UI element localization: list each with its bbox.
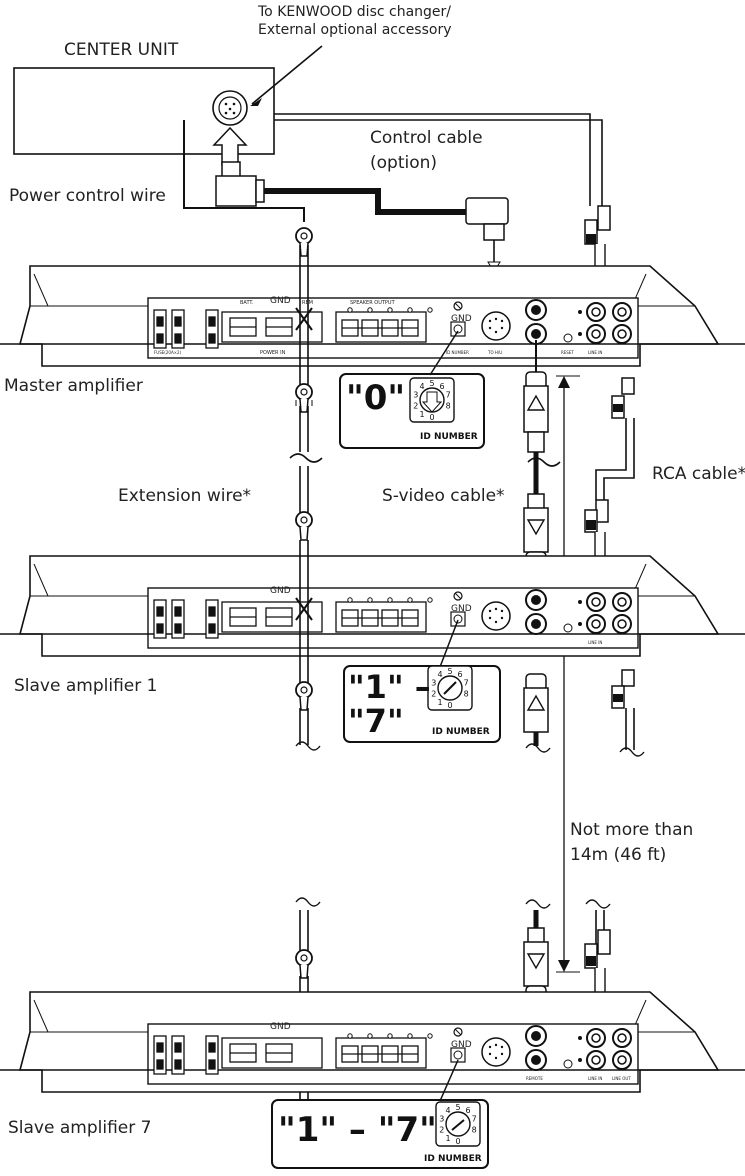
panel-gnd-slave1: GND: [270, 586, 291, 596]
distance-note-line2: 14m (46 ft): [570, 845, 667, 865]
id-callout-slave7: [271, 1059, 489, 1169]
top-note-line2: External optional accessory: [258, 22, 452, 38]
dial-digit: 4: [437, 670, 442, 679]
dial-digit: 8: [446, 401, 451, 410]
dial-digit: 4: [445, 1106, 450, 1115]
svideo-cable-label: S-video cable*: [382, 486, 505, 506]
dial-digit: 2: [413, 401, 418, 410]
panel-gnd-screw-slave1: GND: [451, 604, 472, 614]
panel-gnd-slave7: GND: [270, 1022, 291, 1032]
dial-digit: 0: [455, 1137, 460, 1146]
slave-amplifier-1-label: Slave amplifier 1: [14, 676, 158, 696]
dial-digit: 3: [439, 1115, 444, 1124]
dial-digit: 7: [472, 1115, 477, 1124]
dial-digit: 0: [429, 413, 434, 422]
panel-gnd-screw-slave7: GND: [451, 1040, 472, 1050]
panel-power-in: POWER IN: [260, 350, 286, 356]
id-value-slave1-line1: "1" –: [348, 668, 431, 706]
dial-digit: 2: [431, 689, 436, 698]
dial-digit: 7: [464, 679, 469, 688]
panel-line-out-slave7: LINE OUT: [612, 1076, 631, 1081]
panel-speaker-output: SPEAKER OUTPUT: [350, 300, 395, 306]
center-unit-label: CENTER UNIT: [64, 40, 179, 60]
id-value-slave1-line2: "7": [348, 702, 404, 740]
panel-id-number: ID NUMBER: [446, 350, 469, 355]
panel-gnd-screw: GND: [451, 314, 472, 324]
id-value-master: "0": [346, 378, 406, 418]
dial-digit: 6: [439, 382, 444, 391]
dial-digit: 1: [445, 1134, 450, 1143]
dial-digit: 5: [429, 379, 434, 388]
dial-digit: 6: [465, 1106, 470, 1115]
id-callout-slave1: [343, 619, 501, 743]
id-value-slave7: "1" – "7": [278, 1110, 437, 1150]
power-control-wire-label: Power control wire: [9, 186, 166, 206]
panel-line-in-slave7: LINE IN: [588, 1076, 603, 1081]
id-label-master: ID NUMBER: [420, 432, 478, 442]
slave-amplifier-1: [0, 555, 745, 657]
panel-rem: REM: [302, 300, 313, 306]
panel-remote-slave7: REMOTE: [526, 1076, 543, 1081]
dial-digit: 5: [447, 667, 452, 676]
dial-digit: 4: [419, 382, 424, 391]
panel-line-in-slave1: LINE IN: [588, 640, 603, 645]
panel-to-hu: TO H/U: [488, 350, 503, 355]
dial-digit: 3: [413, 391, 418, 400]
master-amplifier-label: Master amplifier: [4, 376, 143, 396]
distance-note-line1: Not more than: [570, 820, 694, 840]
panel-reset: RESET: [561, 350, 574, 355]
panel-batt: BATT.: [240, 300, 254, 306]
dial-digit: 8: [472, 1125, 477, 1134]
dial-digit: 0: [447, 701, 452, 710]
dial-digit: 6: [457, 670, 462, 679]
master-amplifier: [0, 265, 745, 367]
slave-amplifier-7: [0, 991, 745, 1093]
slave-amplifier-7-label: Slave amplifier 7: [8, 1118, 152, 1138]
control-cable-label-2: (option): [370, 153, 438, 173]
dial-digit: 3: [431, 679, 436, 688]
dial-digit: 8: [464, 689, 469, 698]
dial-digit: 2: [439, 1125, 444, 1134]
id-label-slave1: ID NUMBER: [432, 727, 490, 737]
rca-cable-label: RCA cable*: [652, 464, 745, 484]
dial-digit: 7: [446, 391, 451, 400]
id-callout-master: [339, 330, 485, 449]
panel-line-in: LINE IN: [588, 350, 603, 355]
control-cable-label-1: Control cable: [370, 128, 483, 148]
panel-gnd: GND: [270, 296, 291, 306]
dial-digit: 1: [419, 410, 424, 419]
panel-fuse: FUSE(20A×2): [154, 350, 182, 355]
extension-wire-label: Extension wire*: [118, 486, 252, 506]
id-label-slave7: ID NUMBER: [424, 1154, 482, 1164]
top-note-line1: To KENWOOD disc changer/: [258, 4, 452, 20]
dial-digit: 1: [437, 698, 442, 707]
dial-digit: 5: [455, 1103, 460, 1112]
